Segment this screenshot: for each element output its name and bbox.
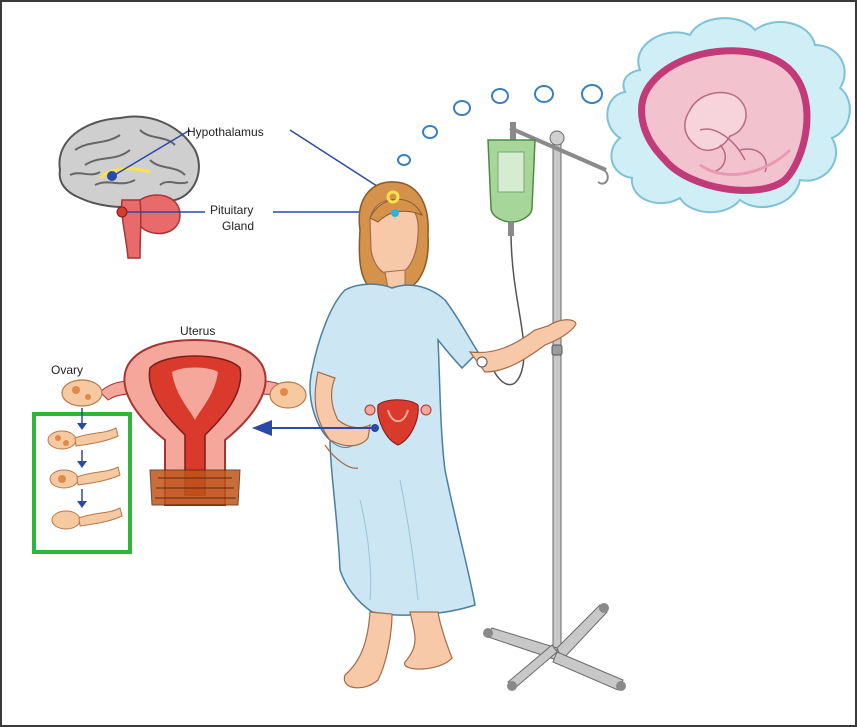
cerebellum	[137, 195, 180, 234]
right-ovary	[270, 382, 306, 408]
pituitary-label-line2: Gland	[222, 219, 254, 233]
patient-pituitary-marker	[391, 209, 399, 217]
left-ovary	[62, 380, 102, 406]
ovary-label: Ovary	[51, 363, 83, 377]
hypothalamus-marker	[107, 171, 117, 181]
pituitary-marker	[117, 207, 127, 217]
pituitary-label-line1: Pituitary	[210, 203, 253, 217]
hypothalamus-label: Hypothalamus	[187, 125, 264, 139]
follicle-development-box	[34, 408, 130, 552]
uterus-label: Uterus	[180, 324, 215, 338]
